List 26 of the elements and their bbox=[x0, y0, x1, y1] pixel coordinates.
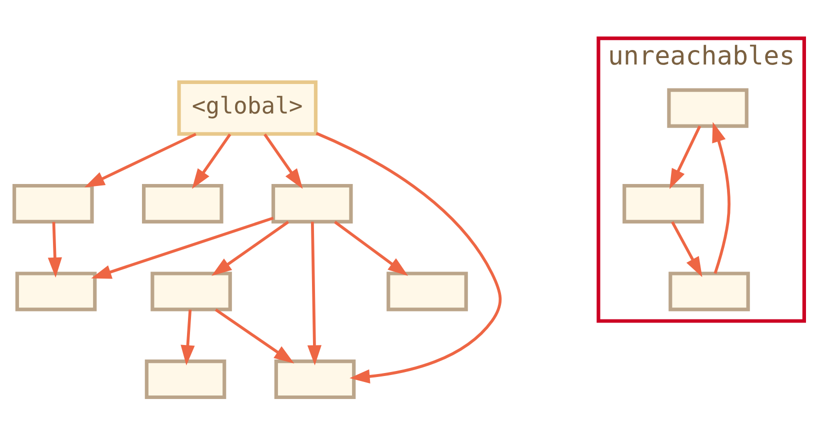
node-box bbox=[668, 272, 750, 312]
arrow bbox=[712, 122, 730, 274]
arrow bbox=[84, 132, 196, 188]
node-box bbox=[144, 359, 226, 400]
node-box bbox=[142, 184, 224, 224]
node-box bbox=[274, 359, 356, 400]
arrow bbox=[212, 220, 290, 276]
node-box bbox=[15, 272, 97, 312]
arrow bbox=[264, 134, 303, 189]
arrow bbox=[180, 310, 195, 366]
arrow bbox=[307, 222, 322, 366]
node-box bbox=[667, 88, 748, 128]
arrow bbox=[671, 221, 702, 278]
arrow bbox=[192, 134, 232, 189]
arrow bbox=[48, 222, 62, 278]
arrow bbox=[214, 308, 294, 364]
arrow bbox=[334, 220, 408, 276]
node-box bbox=[386, 272, 468, 312]
node-box bbox=[271, 184, 353, 224]
node-box bbox=[150, 272, 232, 312]
cluster: unreachables bbox=[596, 36, 806, 323]
node-box bbox=[12, 184, 94, 224]
node-box bbox=[622, 184, 704, 224]
arrow bbox=[316, 132, 502, 384]
node-box: <global> bbox=[177, 80, 318, 136]
arrow bbox=[91, 216, 274, 279]
